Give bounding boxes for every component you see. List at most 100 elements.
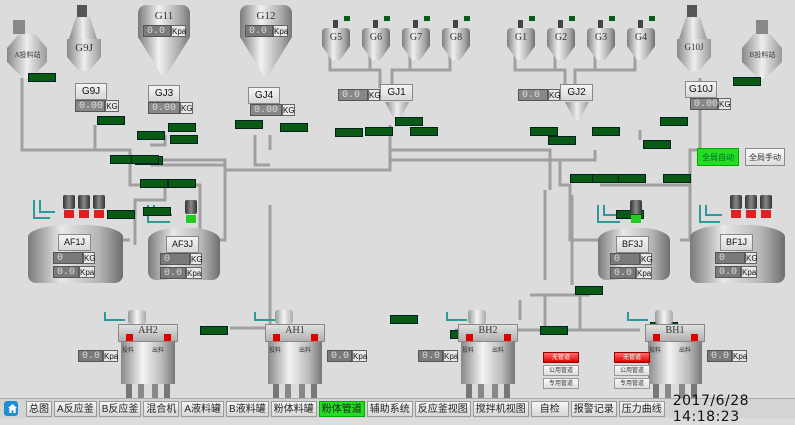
reactor-af3j: AF3J 0 KG 0.0 Kpa — [148, 228, 220, 280]
status-indicator — [137, 131, 165, 140]
mixer-side-label: 出料 — [679, 348, 692, 354]
mixer-ah2-pressure-unit: Kpa — [103, 350, 119, 362]
motor-icon[interactable] — [760, 195, 772, 219]
status-indicator — [592, 174, 620, 183]
hopper-label: G6 — [369, 32, 383, 43]
status-indicator — [733, 77, 761, 86]
motor-icon[interactable] — [185, 200, 197, 224]
reactor-bf1j-weight-unit: KG — [745, 252, 758, 264]
pipe-select-right-dedicated[interactable]: 专用管道 — [614, 378, 650, 389]
pipe-select-right-none[interactable]: 无管道 — [614, 352, 650, 363]
feed-hopper-b: B投料站 — [740, 20, 785, 80]
home-icon[interactable] — [4, 401, 19, 416]
pipe-select-left-none[interactable]: 无管道 — [543, 352, 579, 363]
scale-g10j-value: 0.00 — [690, 98, 718, 110]
global-manual-button[interactable]: 全局手动 — [745, 148, 785, 166]
motor-icon[interactable] — [730, 195, 742, 219]
nav-button-9[interactable]: 反应釜视图 — [414, 400, 471, 417]
hopper-g7: G7 — [402, 16, 430, 62]
status-indicator — [540, 326, 568, 335]
hopper-label: G2 — [554, 32, 568, 43]
scale-gj4-unit: KG — [282, 104, 295, 116]
silo-g12-label: G12 — [256, 10, 276, 22]
motor-icon[interactable] — [93, 195, 105, 219]
silo-g12-unit: Kpa — [273, 25, 289, 37]
hopper-g5: G5 — [322, 16, 350, 62]
scale-g10j-unit: KG — [718, 98, 731, 110]
reactor-bf1j-label: BF1J — [720, 234, 753, 251]
status-indicator — [28, 73, 56, 82]
motor-icon[interactable] — [630, 200, 642, 224]
hopper-g1: G1 — [507, 16, 535, 62]
mixer-label: AH2 — [138, 325, 158, 336]
feed-hopper-b-label: B投料站 — [749, 51, 776, 59]
silo-g11-pressure: 0.0 — [143, 25, 171, 37]
nav-button-8[interactable]: 辅助系统 — [366, 400, 413, 417]
silo-g11-unit: Kpa — [171, 25, 187, 37]
reactor-bf3j-weight-unit: KG — [640, 253, 653, 265]
reactor-af1j-label: AF1J — [58, 234, 91, 251]
feed-hopper-a: A投料站 — [5, 20, 50, 80]
reactor-af3j-label: AF3J — [166, 236, 199, 253]
status-indicator — [592, 127, 620, 136]
scale-gj1-unit: KG — [368, 89, 381, 101]
pipe-select-right-public[interactable]: 公用管道 — [614, 365, 650, 376]
nav-button-2[interactable]: B反应釜 — [98, 400, 142, 417]
nav-button-3[interactable]: 混合机 — [143, 400, 180, 417]
nav-button-10[interactable]: 搅拌机视图 — [472, 400, 529, 417]
nav-button-0[interactable]: 总图 — [26, 400, 53, 417]
nav-button-13[interactable]: 压力曲线 — [618, 400, 665, 417]
nav-button-12[interactable]: 报警记录 — [570, 400, 617, 417]
reactor-af3j-weight-unit: KG — [190, 253, 203, 265]
pipe-network — [20, 50, 722, 332]
nav-button-11[interactable]: 自检 — [530, 400, 569, 417]
pipe-select-left-dedicated[interactable]: 专用管道 — [543, 378, 579, 389]
reactor-bf1j: BF1J 0 KG 0.0 Kpa — [690, 225, 785, 283]
nav-button-5[interactable]: B液料罐 — [226, 400, 269, 417]
silo-g12-pressure: 0.0 — [245, 25, 273, 37]
hopper-label: G7 — [409, 32, 423, 43]
status-indicator — [170, 135, 198, 144]
mixer-side-label: 投料 — [122, 348, 135, 354]
nav-button-6[interactable]: 粉体料罐 — [270, 400, 317, 417]
nav-button-1[interactable]: A反应釜 — [54, 400, 97, 417]
hopper-g10j: G10J — [675, 5, 720, 75]
pipe-select-left-public[interactable]: 公用管道 — [543, 365, 579, 376]
global-auto-button[interactable]: 全局自动 — [697, 148, 739, 166]
scale-g9j-unit: KG — [105, 100, 119, 112]
hopper-g10j-label: G10J — [684, 42, 704, 52]
status-indicator — [530, 127, 558, 136]
status-indicator — [410, 127, 438, 136]
reactor-af1j-weight: 0 — [53, 252, 83, 264]
mixer-ah1-pressure-unit: Kpa — [352, 350, 368, 362]
mixer-bh2-pressure-unit: Kpa — [443, 350, 459, 362]
status-indicator — [168, 123, 196, 132]
hopper-label: G8 — [449, 32, 463, 43]
nav-button-4[interactable]: A液料罐 — [181, 400, 225, 417]
scale-gj4-label: GJ4 — [248, 87, 280, 104]
motor-icon[interactable] — [745, 195, 757, 219]
hopper-g2: G2 — [547, 16, 575, 62]
nav-button-7[interactable]: 粉体管道 — [318, 400, 365, 417]
mixer-ah1-pressure: 0.0 — [327, 350, 352, 362]
reactor-af1j-weight-unit: KG — [83, 252, 96, 264]
status-indicator — [663, 174, 691, 183]
motor-icon[interactable] — [78, 195, 90, 219]
reactor-af1j: AF1J 0 KG 0.0 Kpa — [28, 225, 123, 283]
motor-icon[interactable] — [63, 195, 75, 219]
reactor-bf1j-pressure: 0.0 — [715, 266, 741, 278]
hopper-label: G5 — [329, 32, 343, 43]
mixer-side-label: 出料 — [299, 348, 312, 354]
status-indicator — [168, 179, 196, 188]
status-indicator — [643, 140, 671, 149]
status-indicator — [390, 315, 418, 324]
scale-gj2-value: 0.0 — [518, 89, 548, 101]
scale-gj3-label: GJ3 — [148, 85, 180, 102]
scale-gj3-value: 0.00 — [148, 102, 180, 114]
status-indicator — [97, 116, 125, 125]
reactor-af3j-pressure: 0.0 — [160, 267, 186, 279]
mixer-label: AH1 — [285, 325, 305, 336]
status-indicator — [365, 127, 393, 136]
status-indicator — [200, 326, 228, 335]
